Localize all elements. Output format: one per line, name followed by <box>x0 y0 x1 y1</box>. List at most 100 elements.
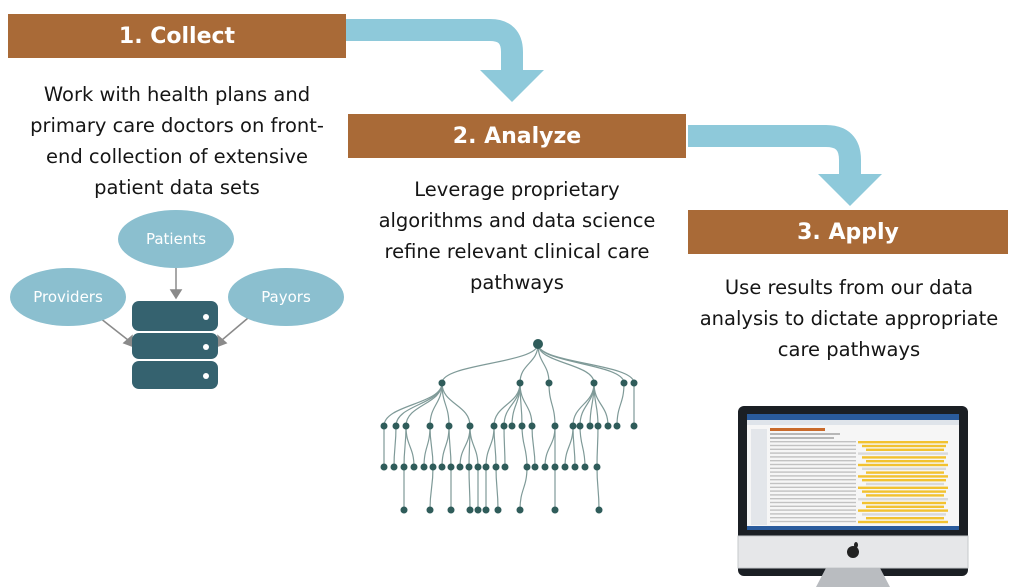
step-2-banner: 2. Analyze <box>348 114 686 158</box>
tree-node <box>447 463 455 471</box>
tree-node <box>482 463 490 471</box>
tree-edge <box>441 382 471 427</box>
database-icon <box>132 301 218 389</box>
tree-node <box>508 422 516 430</box>
screen-row <box>770 490 856 492</box>
screen-highlight <box>866 460 944 463</box>
screen-row <box>770 486 856 488</box>
tree-edge <box>393 425 397 468</box>
tree-edge <box>519 466 528 511</box>
screen-highlight <box>858 475 948 478</box>
tree-node <box>426 506 434 514</box>
tree-node <box>474 463 482 471</box>
tree-node <box>551 463 559 471</box>
tree-edge <box>616 382 625 427</box>
screen-highlight <box>858 463 948 467</box>
tree-node <box>545 379 553 387</box>
tree-node <box>390 463 398 471</box>
screen-highlight <box>862 501 946 505</box>
tree-node <box>492 463 500 471</box>
screen-row <box>770 513 856 515</box>
tree-node <box>561 463 569 471</box>
screen-row <box>770 475 856 477</box>
step-3-description: Use results from our data analysis to di… <box>699 276 999 361</box>
step-2-title: 2. Analyze <box>452 123 582 149</box>
screen-highlight <box>862 513 946 516</box>
tree-node <box>576 422 584 430</box>
tree-edge <box>579 425 586 468</box>
screen-highlight <box>858 452 948 455</box>
tree-edge <box>548 382 556 427</box>
tree-edge <box>495 466 499 511</box>
screen-row <box>770 441 856 443</box>
screen-highlight <box>862 444 946 448</box>
tree-node <box>586 422 594 430</box>
tree-node <box>400 463 408 471</box>
tree-node <box>420 463 428 471</box>
tree-node <box>466 506 474 514</box>
tree-node <box>541 463 549 471</box>
screen-row <box>770 479 856 481</box>
tree-edge <box>503 425 506 468</box>
arrow-head-collect <box>480 70 544 102</box>
providers-bubble: Providers <box>10 268 126 326</box>
step-1-banner: 1. Collect <box>8 14 346 58</box>
tree-node <box>516 506 524 514</box>
screen-highlight <box>866 482 944 486</box>
screen-highlight <box>866 517 944 520</box>
screen-row <box>770 509 856 511</box>
tree-node <box>501 463 509 471</box>
screen-highlight <box>866 448 944 451</box>
tree-edge <box>531 425 536 468</box>
tree-edge <box>593 382 609 427</box>
tree-node <box>380 463 388 471</box>
tree-node <box>518 422 526 430</box>
screen-row <box>770 517 856 519</box>
tree-node <box>594 422 602 430</box>
tree-node <box>438 463 446 471</box>
tree-node <box>402 422 410 430</box>
tree-edge <box>537 343 595 384</box>
tree-edge <box>596 425 599 468</box>
step-3-title: 3. Apply <box>797 219 899 245</box>
tree-edge <box>596 466 600 511</box>
tree-node <box>466 422 474 430</box>
tree-edge <box>572 425 576 468</box>
screen-row <box>770 463 856 466</box>
tree-node <box>490 422 498 430</box>
tree-edge <box>441 343 539 384</box>
tree-node <box>494 506 502 514</box>
tree-node <box>456 463 464 471</box>
tree-node <box>429 463 437 471</box>
screen-row <box>770 467 856 469</box>
screen-row <box>770 460 856 462</box>
tree-edge <box>429 425 434 468</box>
step-2-description: Leverage proprietary algorithms and data… <box>378 178 656 294</box>
tree-node <box>447 506 455 514</box>
tree-edge <box>448 425 452 468</box>
tree-node <box>620 379 628 387</box>
arrow-collect-to-analyze <box>346 19 523 72</box>
screen-row <box>770 471 856 473</box>
tree-node <box>438 379 446 387</box>
tree-node <box>516 379 524 387</box>
tree-node <box>581 463 589 471</box>
screen-row <box>770 444 856 447</box>
tree-node <box>531 463 539 471</box>
tree-edge <box>469 425 479 468</box>
tree-node <box>551 422 559 430</box>
screen-row <box>770 505 856 507</box>
step-1-description: Work with health plans and primary care … <box>30 83 324 199</box>
tree-edge <box>521 425 528 468</box>
tree-edge <box>519 382 533 427</box>
screen-highlight <box>862 467 946 470</box>
screen-row <box>770 494 856 496</box>
tree-node <box>590 379 598 387</box>
tree-node <box>426 422 434 430</box>
screen-row <box>770 448 856 450</box>
screen-highlight <box>866 505 944 508</box>
